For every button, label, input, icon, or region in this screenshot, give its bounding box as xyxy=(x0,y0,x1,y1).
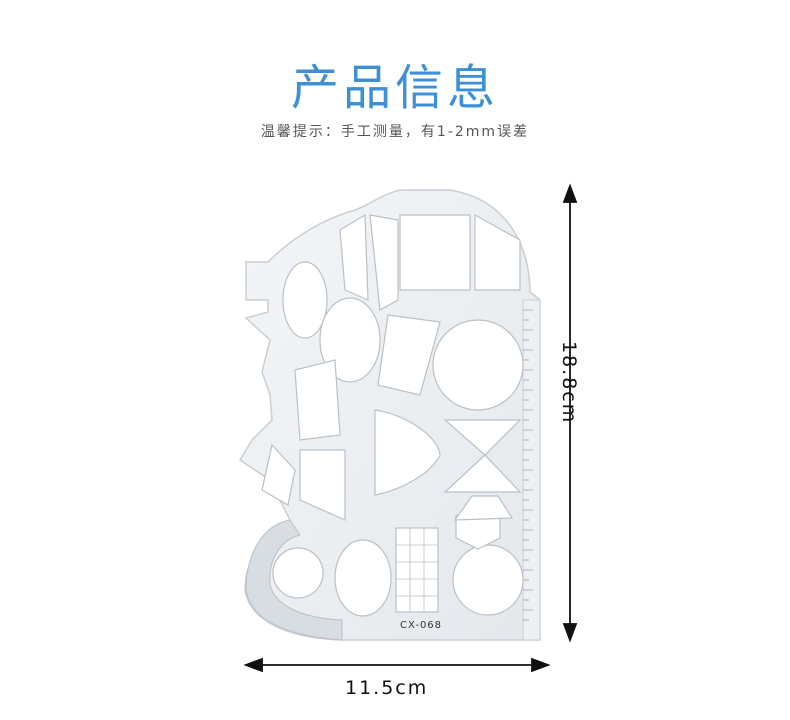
protractor-arc xyxy=(245,519,343,641)
measurement-note: 温馨提示：手工测量，有1-2mm误差 xyxy=(260,124,530,140)
width-arrow xyxy=(243,657,551,673)
width-label: 11.5cm xyxy=(345,677,429,699)
grid-cells xyxy=(396,528,438,612)
model-label: CX-068 xyxy=(400,620,443,631)
height-label: 18.8cm xyxy=(558,341,580,425)
page-title: 产品信息 xyxy=(290,60,499,116)
ruler-ticks xyxy=(523,309,533,621)
height-arrow xyxy=(562,183,578,643)
shape-cutouts xyxy=(261,213,524,617)
